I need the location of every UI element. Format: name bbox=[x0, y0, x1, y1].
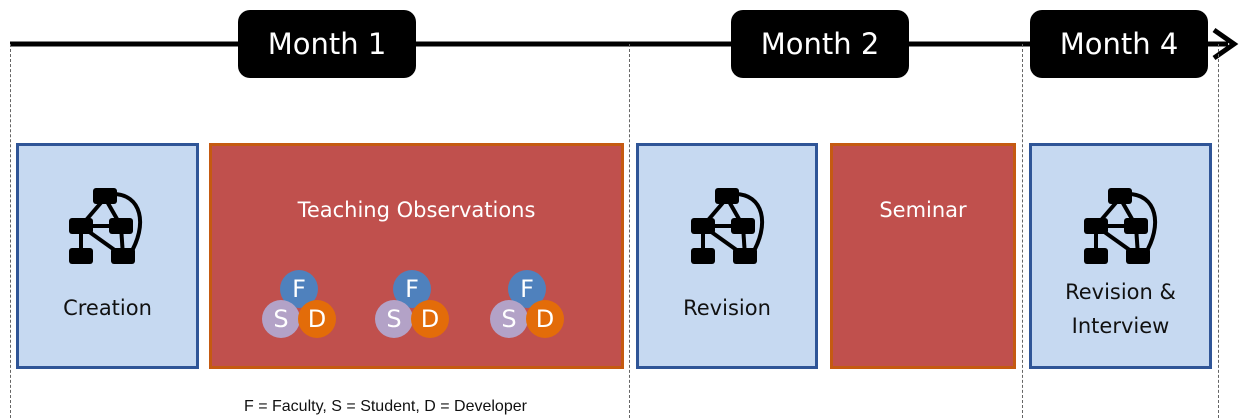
network-icon bbox=[691, 188, 765, 264]
separator-month2 bbox=[629, 44, 630, 418]
revision-interview-label-line2: Interview bbox=[1071, 314, 1170, 338]
seminar-label: Seminar bbox=[879, 198, 967, 222]
revision-interview-label-line1: Revision & bbox=[1065, 280, 1176, 304]
timeline-arrow bbox=[10, 27, 1239, 61]
month-2-label: Month 2 bbox=[731, 10, 909, 78]
creation-box: Creation bbox=[16, 143, 199, 369]
separator-left bbox=[10, 44, 11, 418]
separator-month4 bbox=[1022, 44, 1023, 418]
developer-circle: D bbox=[411, 300, 449, 338]
seminar-box: Seminar bbox=[830, 143, 1016, 369]
developer-circle: D bbox=[526, 300, 564, 338]
network-icon bbox=[69, 188, 143, 264]
student-circle: S bbox=[375, 300, 413, 338]
separator-right bbox=[1218, 44, 1219, 418]
student-circle: S bbox=[490, 300, 528, 338]
revision-box: Revision bbox=[636, 143, 818, 369]
creation-label: Creation bbox=[63, 296, 152, 320]
month-1-label: Month 1 bbox=[238, 10, 416, 78]
legend-text: F = Faculty, S = Student, D = Developer bbox=[244, 398, 527, 415]
developer-circle: D bbox=[298, 300, 336, 338]
teaching-observations-label: Teaching Observations bbox=[297, 198, 536, 222]
network-icon bbox=[1084, 188, 1158, 264]
month-4-label: Month 4 bbox=[1030, 10, 1208, 78]
student-circle: S bbox=[262, 300, 300, 338]
observer-group-2: F S D bbox=[373, 270, 455, 352]
revision-label: Revision bbox=[683, 296, 771, 320]
teaching-observations-box: Teaching Observations F S D F S D F S D bbox=[209, 143, 624, 369]
observer-group-1: F S D bbox=[260, 270, 342, 352]
observer-group-3: F S D bbox=[488, 270, 570, 352]
revision-interview-box: Revision & Interview bbox=[1029, 143, 1212, 369]
